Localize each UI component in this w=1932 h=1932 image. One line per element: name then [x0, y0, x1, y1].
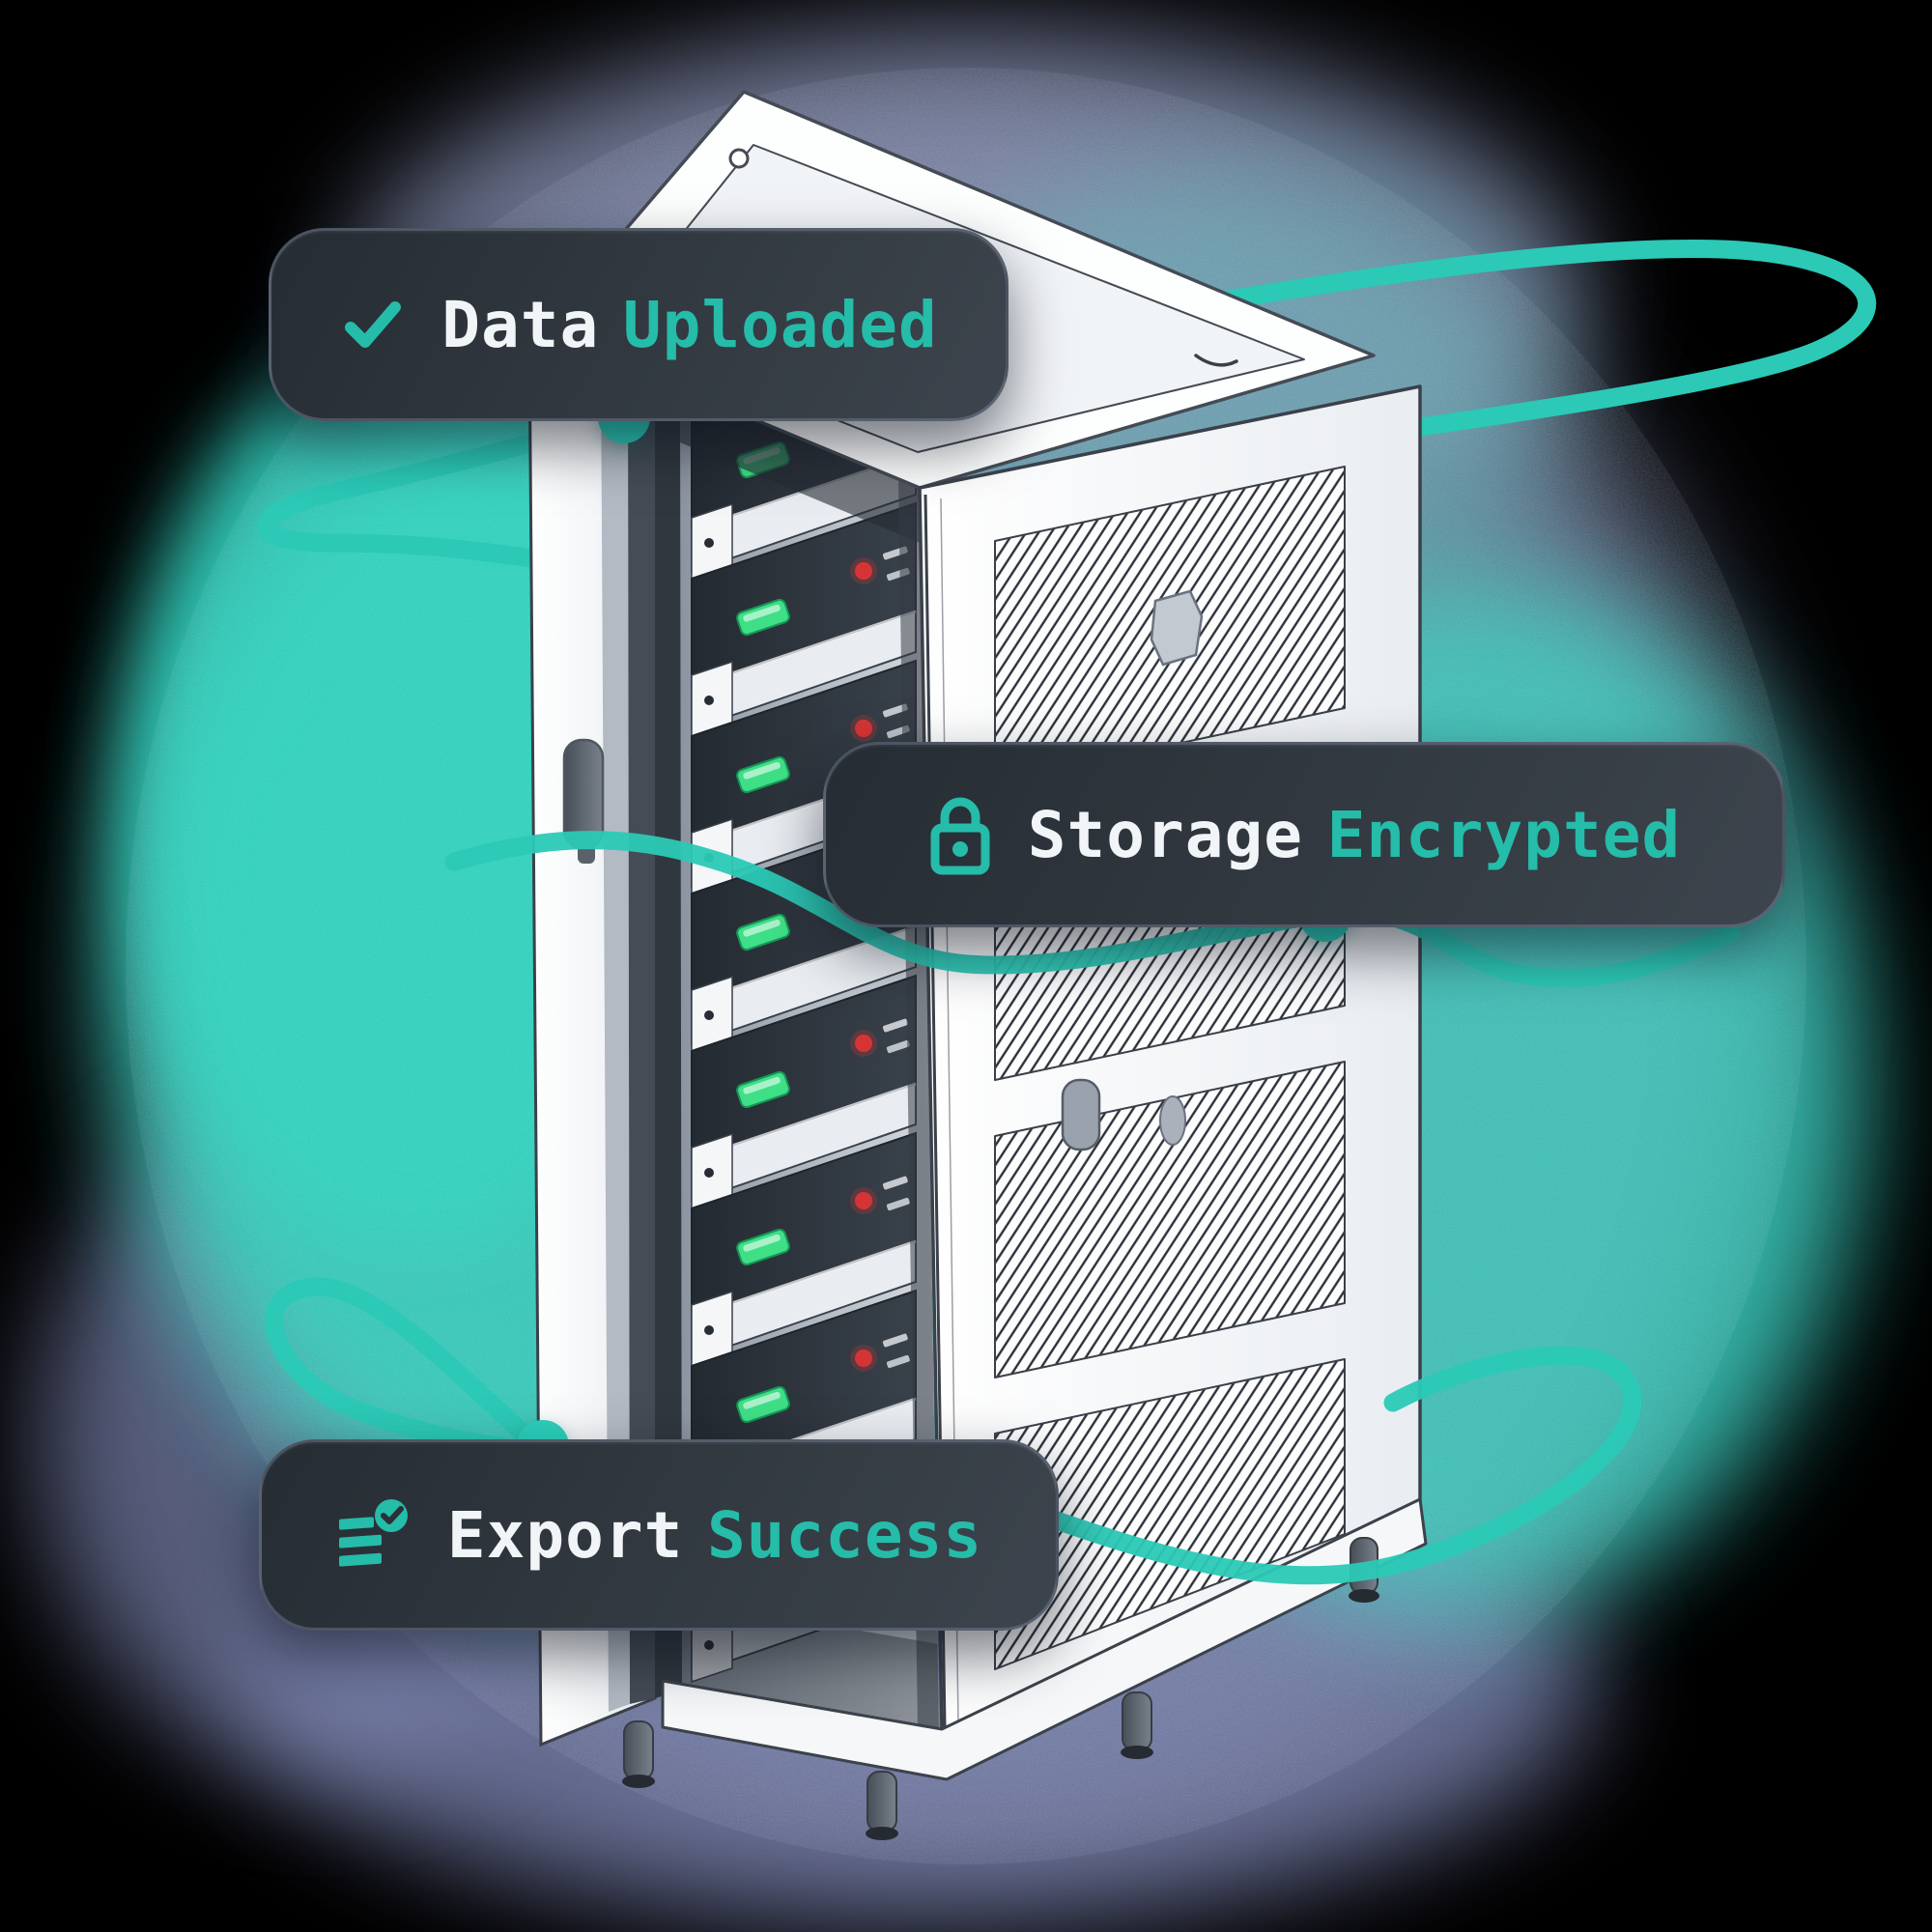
rack-feet	[622, 1537, 1379, 1840]
vent-door-handle	[1150, 589, 1204, 667]
export-left-loop-line	[265, 1277, 551, 1459]
badge-label-accent: Uploaded	[622, 287, 938, 362]
bottom-right-loop-line	[1041, 1346, 1642, 1585]
connector-lines-front	[265, 831, 1741, 1585]
connector-lines-back	[257, 240, 1877, 568]
top-right-loop-line	[995, 240, 1877, 468]
badge-label-primary: Data	[441, 287, 600, 362]
storage-encrypted-badge: Storage Encrypted	[823, 742, 1785, 927]
rack-base	[622, 1497, 1428, 1840]
check-icon	[345, 301, 402, 348]
data-uploaded-badge: Data Uploaded	[269, 228, 1009, 421]
badge-label-accent: Success	[706, 1497, 983, 1573]
lock-icon	[930, 797, 990, 875]
badge-label-primary: Storage	[1027, 797, 1303, 872]
rack-open-door	[527, 335, 657, 1747]
list-check-icon	[338, 1499, 408, 1567]
export-success-badge: Export Success	[259, 1439, 1059, 1631]
badge-label-primary: Export	[446, 1497, 684, 1573]
badge-label-accent: Encrypted	[1326, 797, 1682, 872]
left-loop-line	[257, 406, 634, 568]
middle-sweep-line	[444, 831, 1741, 987]
